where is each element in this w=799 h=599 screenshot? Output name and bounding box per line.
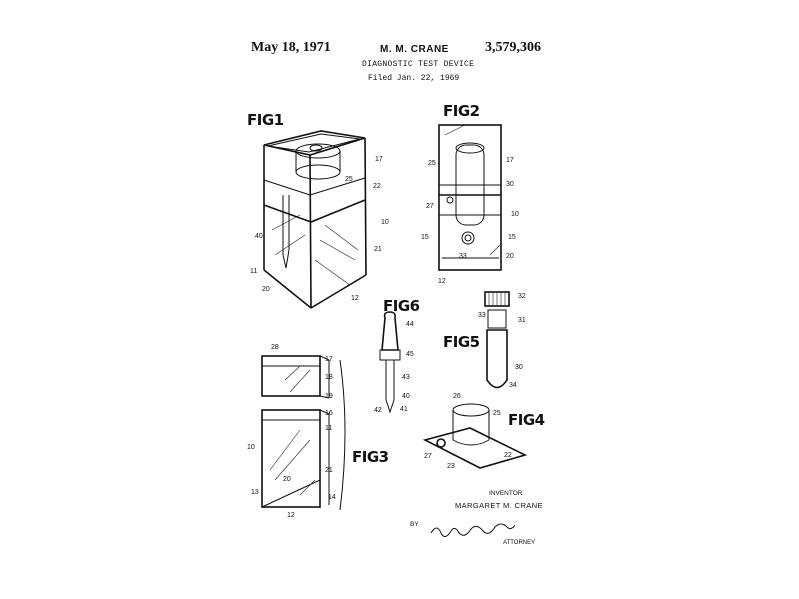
ref-number: 40	[402, 393, 410, 400]
ref-number: 15	[421, 234, 429, 241]
ref-number: 20	[283, 476, 291, 483]
ref-number: 12	[351, 295, 359, 302]
ref-number: 11	[325, 425, 333, 432]
fig1-drawing	[263, 130, 367, 309]
ref-number: 10	[511, 211, 519, 218]
ref-number: 15	[508, 234, 516, 241]
ref-number: 34	[509, 382, 517, 389]
ref-number: 45	[406, 351, 414, 358]
ref-number: 43	[402, 374, 410, 381]
ref-number: 23	[447, 463, 455, 470]
patent-title: DIAGNOSTIC TEST DEVICE	[362, 60, 475, 69]
ref-number: 41	[400, 406, 408, 413]
patent-number: 3,579,306	[485, 40, 541, 55]
ref-number: 12	[438, 278, 446, 285]
ref-number: 13	[251, 489, 259, 496]
inventor-full-name: MARGARET M. CRANE	[455, 501, 543, 510]
attorney-label: ATTORNEY	[503, 540, 536, 546]
ref-number: 30	[515, 364, 523, 371]
ref-number: 10	[381, 219, 389, 226]
ref-number: 11	[250, 268, 258, 275]
ref-number: 17	[375, 156, 383, 163]
ref-number: 22	[373, 183, 381, 190]
inventor-label: INVENTOR	[489, 490, 523, 497]
fig2-label: FIG2	[443, 102, 480, 120]
ref-number: 31	[518, 317, 526, 324]
inventor-header: M. M. CRANE	[380, 44, 449, 55]
filed-date: Filed Jan. 22, 1969	[368, 74, 460, 83]
ref-number: 25	[428, 160, 436, 167]
ref-number: 33	[459, 253, 467, 260]
ref-number: 20	[262, 286, 270, 293]
fig5-drawing	[484, 291, 510, 389]
attorney-signature	[430, 523, 516, 537]
ref-number: 44	[406, 321, 414, 328]
fig1-label: FIG1	[247, 111, 284, 129]
fig4-label: FIG4	[508, 411, 545, 429]
ref-number: 17	[506, 157, 514, 164]
ref-number: 16	[325, 410, 333, 417]
ref-number: 25	[345, 176, 353, 183]
ref-number: 25	[493, 410, 501, 417]
ref-number: 32	[518, 293, 526, 300]
fig2-drawing	[438, 124, 502, 271]
ref-number: 14	[328, 494, 336, 501]
ref-number: 19	[325, 393, 333, 400]
ref-number: 22	[504, 452, 512, 459]
ref-number: 12	[287, 512, 295, 519]
ref-number: 30	[506, 181, 514, 188]
ref-number: 21	[374, 246, 382, 253]
ref-number: 40	[255, 233, 263, 240]
ref-number: 21	[325, 467, 333, 474]
ref-number: 26	[453, 393, 461, 400]
ref-number: 20	[506, 253, 514, 260]
fig5-label: FIG5	[443, 333, 480, 351]
ref-number: 42	[374, 407, 382, 414]
ref-number: 33	[478, 312, 486, 319]
ref-number: 27	[424, 453, 432, 460]
patent-date: May 18, 1971	[251, 40, 331, 55]
ref-number: 17	[325, 356, 333, 363]
ref-number: 27	[426, 203, 434, 210]
fig3-drawing	[261, 355, 346, 511]
ref-number: 10	[247, 444, 255, 451]
fig6-drawing	[379, 311, 401, 414]
fig3-label: FIG3	[352, 448, 389, 466]
ref-number: 18	[325, 374, 333, 381]
by-label: BY	[410, 521, 419, 528]
fig6-label: FIG6	[383, 297, 420, 315]
fig4-drawing	[422, 403, 528, 469]
ref-number: 28	[271, 344, 279, 351]
